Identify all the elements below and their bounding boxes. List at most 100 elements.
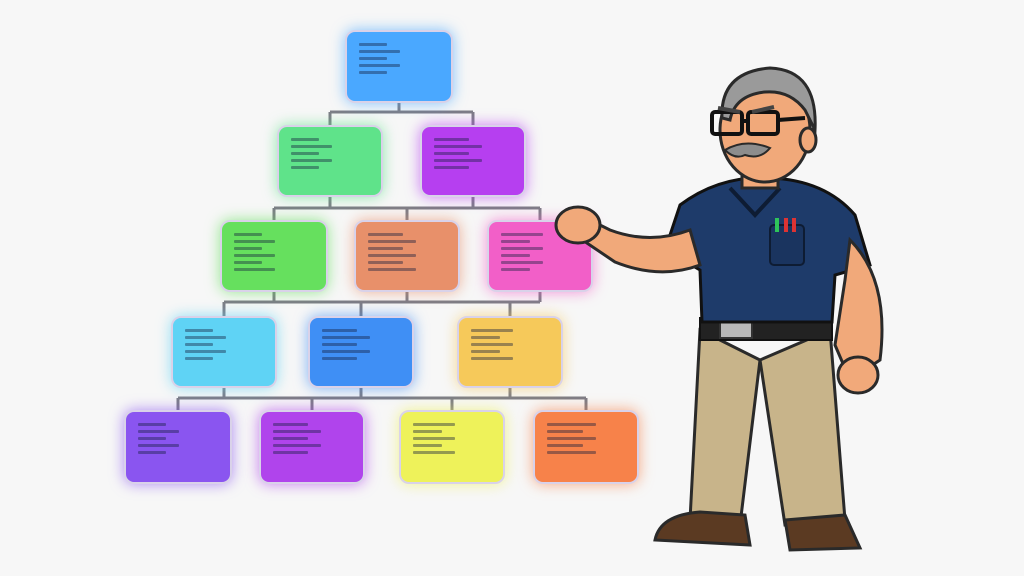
org-node	[171, 316, 277, 388]
node-text-line	[273, 449, 353, 456]
node-text-line	[291, 150, 371, 157]
node-text-line	[471, 327, 551, 334]
node-text-line	[413, 449, 493, 456]
node-text-placeholder	[185, 336, 226, 339]
node-text-placeholder	[471, 343, 513, 346]
org-node	[345, 30, 453, 103]
node-text-placeholder	[322, 350, 370, 353]
node-text-line	[185, 348, 265, 355]
node-text-placeholder	[413, 444, 442, 447]
node-text-line	[359, 48, 441, 55]
org-node	[487, 220, 593, 292]
node-text-placeholder	[291, 138, 319, 141]
node-text-line	[368, 245, 448, 252]
node-text-line	[234, 252, 316, 259]
node-text-placeholder	[501, 268, 530, 271]
node-text-placeholder	[185, 357, 213, 360]
node-text-placeholder	[234, 261, 262, 264]
pen-green	[775, 218, 779, 232]
node-text-line	[273, 428, 353, 435]
node-text-line	[471, 348, 551, 355]
org-node	[308, 316, 414, 388]
node-text-placeholder	[368, 254, 416, 257]
node-text-line	[273, 421, 353, 428]
node-text-placeholder	[434, 145, 482, 148]
node-text-line	[185, 341, 265, 348]
node-text-line	[291, 143, 371, 150]
node-text-placeholder	[471, 329, 513, 332]
left-leg	[688, 327, 762, 527]
node-text-placeholder	[501, 254, 530, 257]
node-text-line	[234, 231, 316, 238]
node-text-line	[368, 259, 448, 266]
node-text-placeholder	[273, 423, 308, 426]
node-text-placeholder	[322, 329, 357, 332]
node-text-line	[501, 266, 581, 273]
node-text-line	[322, 341, 402, 348]
node-text-line	[413, 435, 493, 442]
node-text-line	[291, 136, 371, 143]
node-text-line	[413, 428, 493, 435]
org-node	[399, 410, 505, 484]
node-text-placeholder	[368, 240, 416, 243]
node-text-placeholder	[291, 145, 332, 148]
node-text-line	[368, 231, 448, 238]
node-text-placeholder	[359, 64, 400, 67]
org-node	[420, 125, 526, 197]
node-text-line	[501, 245, 581, 252]
org-node	[220, 220, 328, 292]
node-text-line	[273, 442, 353, 449]
node-text-line	[501, 259, 581, 266]
node-text-line	[501, 231, 581, 238]
node-text-placeholder	[501, 240, 530, 243]
eyebrows	[717, 105, 775, 114]
node-text-line	[359, 55, 441, 62]
node-text-line	[547, 421, 627, 428]
node-text-placeholder	[547, 430, 583, 433]
node-text-placeholder	[138, 437, 166, 440]
node-text-placeholder	[291, 166, 319, 169]
node-text-placeholder	[547, 437, 596, 440]
node-text-placeholder	[368, 268, 416, 271]
node-text-placeholder	[359, 71, 387, 74]
node-text-placeholder	[234, 240, 275, 243]
node-text-line	[359, 62, 441, 69]
node-text-line	[322, 334, 402, 341]
org-node	[124, 410, 232, 484]
node-text-line	[234, 266, 316, 273]
node-text-line	[434, 150, 514, 157]
node-text-placeholder	[138, 444, 179, 447]
node-text-line	[547, 449, 627, 456]
org-node	[533, 410, 639, 484]
node-text-placeholder	[322, 343, 357, 346]
node-text-placeholder	[138, 423, 166, 426]
node-text-placeholder	[359, 57, 387, 60]
pen-red	[784, 218, 788, 232]
node-text-placeholder	[273, 437, 308, 440]
node-text-line	[234, 238, 316, 245]
node-text-placeholder	[291, 159, 332, 162]
node-text-line	[547, 435, 627, 442]
node-text-line	[234, 259, 316, 266]
node-text-line	[234, 245, 316, 252]
node-text-line	[322, 348, 402, 355]
node-text-placeholder	[185, 343, 213, 346]
node-text-placeholder	[322, 357, 357, 360]
node-text-line	[501, 238, 581, 245]
node-text-placeholder	[471, 350, 500, 353]
node-text-line	[185, 327, 265, 334]
node-text-placeholder	[273, 430, 321, 433]
node-text-placeholder	[368, 261, 403, 264]
node-text-placeholder	[359, 50, 400, 53]
node-text-line	[322, 355, 402, 362]
node-text-placeholder	[501, 247, 543, 250]
left-shoe	[653, 510, 752, 547]
node-text-line	[322, 327, 402, 334]
node-text-placeholder	[234, 233, 262, 236]
collar	[728, 186, 782, 218]
node-text-placeholder	[273, 444, 321, 447]
ear	[798, 126, 818, 154]
